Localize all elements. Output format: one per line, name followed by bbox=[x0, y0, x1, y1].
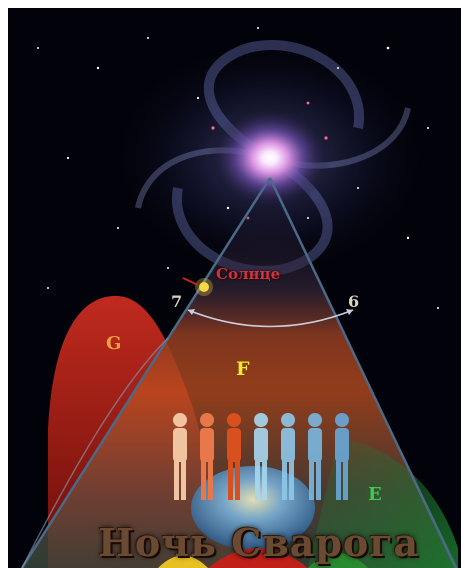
zone-g-label: G bbox=[106, 335, 121, 353]
sun-label: Солнце bbox=[216, 267, 280, 282]
point-6-label: 6 bbox=[348, 294, 359, 310]
sun-marker bbox=[183, 278, 213, 296]
illustration-svg bbox=[8, 8, 461, 568]
zone-e-label: E bbox=[368, 486, 382, 504]
image-title: Ночь Сварога bbox=[98, 520, 419, 565]
point-7-label: 7 bbox=[171, 294, 182, 310]
zone-f-label: F bbox=[236, 360, 250, 379]
cosmology-illustration: Солнце 7 6 G F E Ночь Сварога bbox=[8, 8, 461, 568]
